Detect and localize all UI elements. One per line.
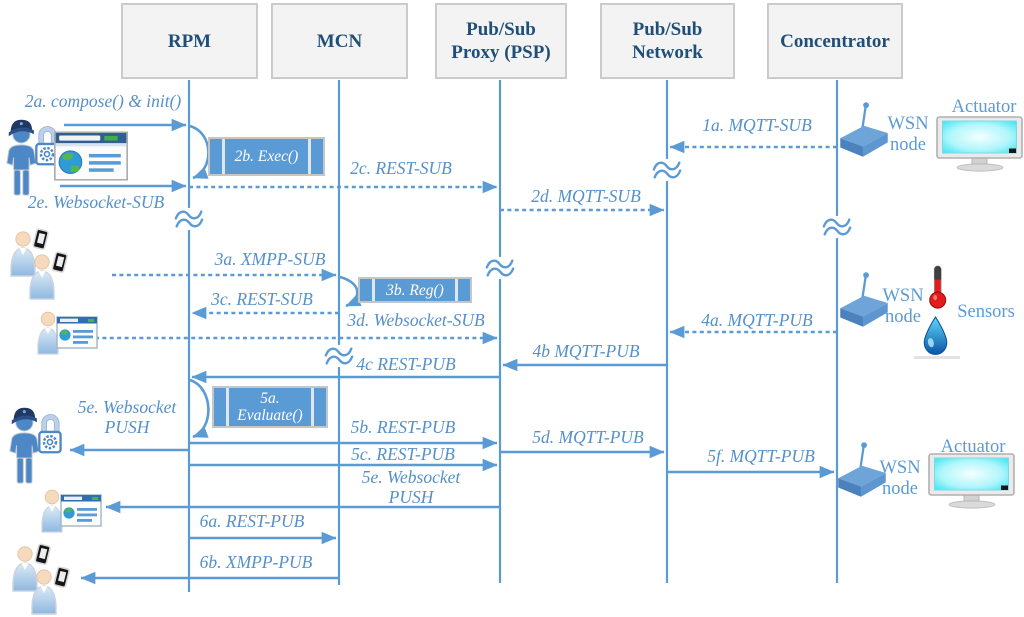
- activation-label-2b: 2b. Exec(): [234, 148, 299, 165]
- wsn-node-label-1: WSN node: [887, 114, 929, 155]
- message-label-5f: 5f. MQTT-PUB: [707, 446, 815, 466]
- lifeline-header-concentrator: Concentrator: [767, 3, 903, 79]
- lifeline-header-mcn: MCN: [271, 3, 408, 79]
- actuator-display-icon: [936, 116, 1024, 172]
- message-label-1a: 1a. MQTT-SUB: [702, 115, 812, 135]
- message-label-2d: 2d. MQTT-SUB: [531, 186, 641, 206]
- activation-label-5a: 5a. Evaluate(): [237, 390, 303, 424]
- wsn-node-icon: [838, 270, 890, 334]
- thermometer-icon: [928, 265, 947, 309]
- message-label-4c: 4c REST-PUB: [356, 354, 456, 374]
- sensor-shadow: [914, 356, 960, 359]
- lifeline-header-psp: Pub/Sub Proxy (PSP): [435, 3, 567, 79]
- message-label-3d: 3d. Websocket-SUB: [347, 310, 485, 330]
- lifeline-break-icon: [821, 214, 853, 240]
- message-label-5d: 5d. MQTT-PUB: [532, 427, 644, 447]
- activation-3b: 3b. Reg(): [358, 277, 472, 303]
- lifeline-break-icon: [651, 157, 683, 183]
- message-label-3a: 3a. XMPP-SUB: [214, 249, 326, 269]
- web-user-icon: [36, 310, 98, 360]
- message-label-2e: 2e. Websocket-SUB: [27, 192, 165, 212]
- message-label-3c: 3c. REST-SUB: [211, 289, 313, 309]
- lifeline-header-network: Pub/Sub Network: [600, 3, 735, 79]
- admin-user-icon: [5, 400, 63, 489]
- wsn-node-label-2: WSN node: [882, 286, 924, 327]
- water-drop-icon: [920, 315, 951, 358]
- sensors-label: Sensors: [957, 302, 1015, 322]
- admin-user-icon: [2, 112, 60, 201]
- browser-window-icon: [54, 131, 128, 181]
- message-label-5e-psp: 5e. Websocket PUSH: [361, 467, 461, 507]
- lifeline-break-icon: [173, 206, 205, 232]
- activation-2b: 2b. Exec(): [208, 137, 325, 176]
- wsn-node-label-3: WSN node: [879, 458, 921, 499]
- activation-5a: 5a. Evaluate(): [212, 386, 328, 428]
- actuator-label-2: Actuator: [940, 437, 1006, 457]
- message-label-5b: 5b. REST-PUB: [350, 417, 456, 437]
- message-label-4b: 4b MQTT-PUB: [532, 341, 640, 361]
- self-call-arrow-rpm: [189, 378, 210, 439]
- actuator-display-icon: [928, 453, 1016, 509]
- actuator-label-1: Actuator: [951, 97, 1017, 117]
- mobile-users-icon: [8, 228, 76, 302]
- message-label-5c: 5c. REST-PUB: [351, 444, 455, 464]
- message-label-5e-user: 5e. Websocket PUSH: [77, 397, 177, 437]
- self-call-arrow-mcn: [339, 275, 362, 308]
- web-user-icon: [40, 488, 102, 538]
- message-label-6b: 6b. XMPP-PUB: [199, 552, 313, 572]
- wsn-node-icon: [836, 440, 888, 504]
- lifeline-break-icon: [484, 255, 516, 281]
- message-label-2a: 2a. compose() & init(): [24, 91, 182, 111]
- mobile-users-icon: [10, 543, 78, 617]
- lifeline-break-icon: [323, 343, 355, 369]
- self-call-arrow-rpm: [189, 124, 210, 180]
- lifeline-header-rpm: RPM: [121, 3, 258, 79]
- message-label-6a: 6a. REST-PUB: [199, 511, 305, 531]
- message-label-2c: 2c. REST-SUB: [350, 158, 452, 178]
- message-label-4a: 4a. MQTT-PUB: [701, 310, 813, 330]
- activation-label-3b: 3b. Reg(): [386, 281, 444, 299]
- wsn-node-icon: [838, 100, 890, 164]
